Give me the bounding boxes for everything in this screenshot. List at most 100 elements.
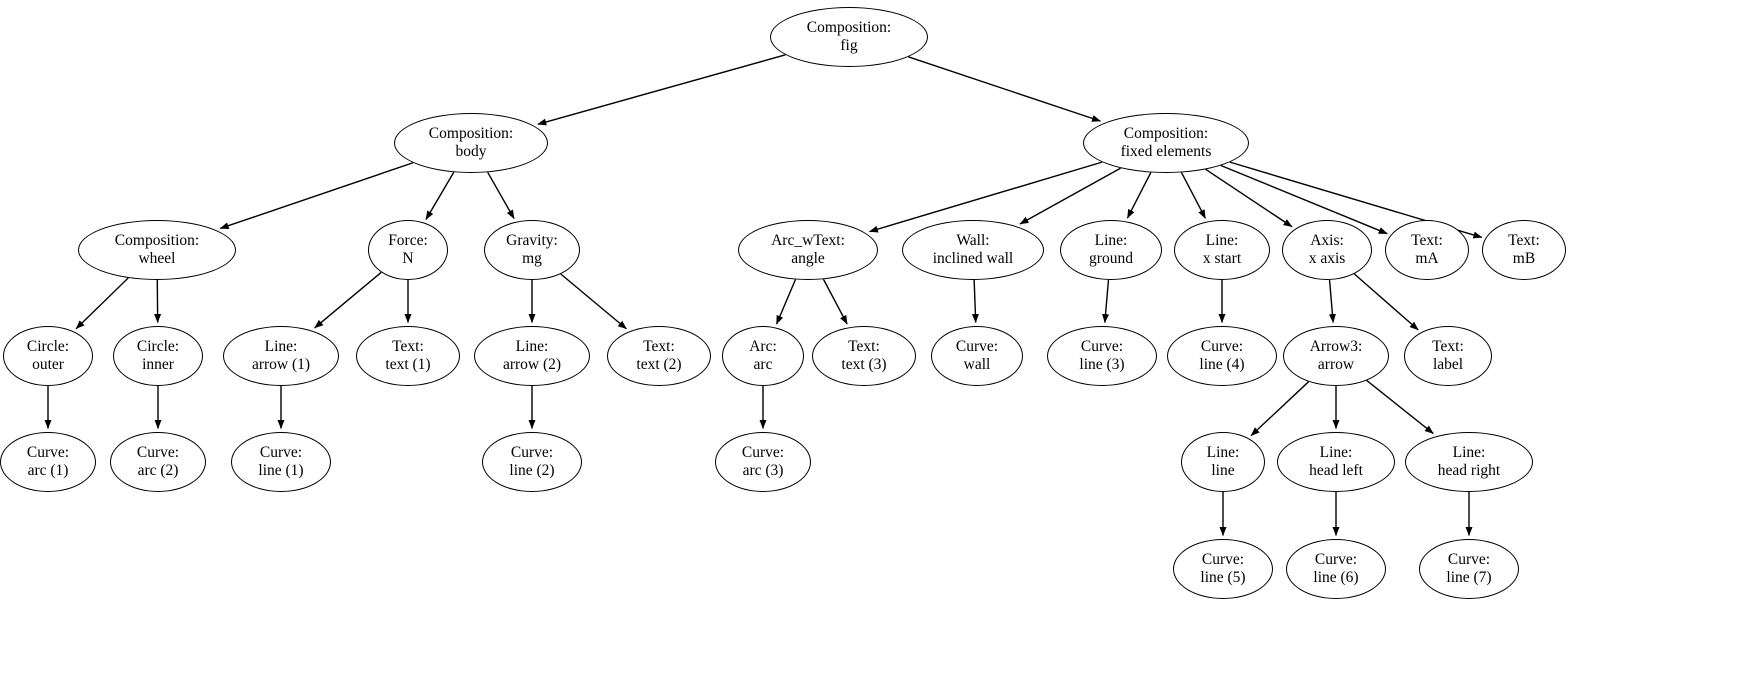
node-textmA[interactable]: Text:mA [1385,220,1469,280]
node-curvewall[interactable]: Curve:wall [931,326,1023,386]
node-name-label: head right [1437,462,1501,479]
node-arcarc[interactable]: Arc:arc [722,326,804,386]
node-name-label: outer [32,356,64,373]
node-circouter[interactable]: Circle:outer [3,326,93,386]
node-type-label: Curve: [1200,338,1244,356]
node-type-label: Circle: [26,338,70,356]
node-type-label: Text: [1432,338,1464,356]
node-curveline4[interactable]: Curve:line (4) [1167,326,1277,386]
node-type-label: Gravity: [506,232,558,250]
node-name-label: mg [522,250,542,267]
node-name-label: text (2) [636,356,682,373]
node-wheel[interactable]: Composition:wheel [78,220,236,280]
node-type-label: Text: [392,338,424,356]
node-name-label: body [455,143,487,160]
node-type-label: Line: [515,338,549,356]
node-textmB[interactable]: Text:mB [1482,220,1566,280]
node-type-label: Composition: [428,125,514,143]
node-type-label: Line: [1319,444,1353,462]
node-type-label: Line: [1205,232,1239,250]
node-type-label: Curve: [259,444,303,462]
node-headleft[interactable]: Line:head left [1277,432,1395,492]
node-textlabel[interactable]: Text:label [1404,326,1492,386]
node-curveline5[interactable]: Curve:line (5) [1173,539,1273,599]
node-name-label: arc [753,356,773,373]
node-type-label: Curve: [26,444,70,462]
node-name-label: head left [1309,462,1363,479]
node-name-label: label [1432,356,1464,373]
edge-body-to-gravity [487,171,515,220]
node-type-label: Curve: [741,444,785,462]
node-xaxis[interactable]: Axis:x axis [1282,220,1372,280]
node-curvearc3[interactable]: Curve:arc (3) [715,432,811,492]
node-curveline6[interactable]: Curve:line (6) [1286,539,1386,599]
node-texttext3[interactable]: Text:text (3) [812,326,916,386]
node-type-label: Line: [264,338,298,356]
node-ground[interactable]: Line:ground [1060,220,1162,280]
node-name-label: ground [1089,250,1133,267]
edge-body-to-wheel [219,162,414,230]
node-type-label: Circle: [136,338,180,356]
node-name-label: fixed elements [1120,143,1212,160]
node-name-label: arc (3) [742,462,784,479]
node-linearrow2[interactable]: Line:arrow (2) [474,326,590,386]
node-type-label: Line: [1094,232,1128,250]
node-name-label: x axis [1308,250,1346,267]
node-type-label: Arrow3: [1309,338,1363,356]
node-type-label: Curve: [136,444,180,462]
node-linearrow1[interactable]: Line:arrow (1) [223,326,339,386]
node-type-label: Composition: [114,232,200,250]
node-name-label: angle [791,250,825,267]
node-wall[interactable]: Wall:inclined wall [902,220,1044,280]
node-curveline1[interactable]: Curve:line (1) [231,432,331,492]
node-fig[interactable]: Composition:fig [770,7,928,67]
node-type-label: Force: [388,232,428,250]
node-type-label: Curve: [1201,551,1245,569]
node-type-label: Axis: [1310,232,1344,250]
node-type-label: Wall: [956,232,990,250]
node-type-label: Curve: [1080,338,1124,356]
node-type-label: Text: [848,338,880,356]
node-arcwtext[interactable]: Arc_wText:angle [738,220,878,280]
node-name-label: line (4) [1199,356,1245,373]
edge-arrow3-to-lineline [1250,381,1310,437]
node-headright[interactable]: Line:head right [1405,432,1533,492]
node-body[interactable]: Composition:body [394,113,548,173]
edge-body-to-forceN [425,171,455,220]
node-curvearc1[interactable]: Curve:arc (1) [0,432,96,492]
node-name-label: line (1) [258,462,304,479]
node-curveline7[interactable]: Curve:line (7) [1419,539,1519,599]
node-name-label: N [402,250,414,267]
edge-fig-to-body [537,54,786,126]
node-name-label: arrow (1) [251,356,311,373]
node-forceN[interactable]: Force:N [368,220,448,280]
node-texttext1[interactable]: Text:text (1) [356,326,460,386]
node-arrow3[interactable]: Arrow3:arrow [1283,326,1389,386]
node-type-label: Curve: [510,444,554,462]
node-type-label: Arc_wText: [771,232,845,250]
node-name-label: mB [1512,250,1536,267]
node-name-label: arc (1) [27,462,69,479]
node-type-label: Text: [1411,232,1443,250]
node-curveline2[interactable]: Curve:line (2) [482,432,582,492]
node-circinner[interactable]: Circle:inner [113,326,203,386]
node-name-label: mA [1415,250,1439,267]
edge-fig-to-fixed [908,56,1102,122]
node-texttext2[interactable]: Text:text (2) [607,326,711,386]
node-fixed[interactable]: Composition:fixed elements [1083,113,1249,173]
node-type-label: Line: [1452,444,1486,462]
node-lineline[interactable]: Line:line [1181,432,1265,492]
node-name-label: text (3) [841,356,887,373]
node-curvearc2[interactable]: Curve:arc (2) [110,432,206,492]
edge-fixed-to-wall [1019,167,1122,225]
edge-arcwtext-to-arcarc [775,279,797,325]
node-gravity[interactable]: Gravity:mg [484,220,580,280]
edge-xaxis-to-textlabel [1353,273,1419,331]
edge-xaxis-to-arrow3 [1328,279,1336,324]
node-name-label: arc (2) [137,462,179,479]
node-xstart[interactable]: Line:x start [1174,220,1270,280]
edge-wall-to-curvewall [971,279,979,324]
node-type-label: Curve: [955,338,999,356]
node-type-label: Curve: [1314,551,1358,569]
node-curveline3[interactable]: Curve:line (3) [1047,326,1157,386]
